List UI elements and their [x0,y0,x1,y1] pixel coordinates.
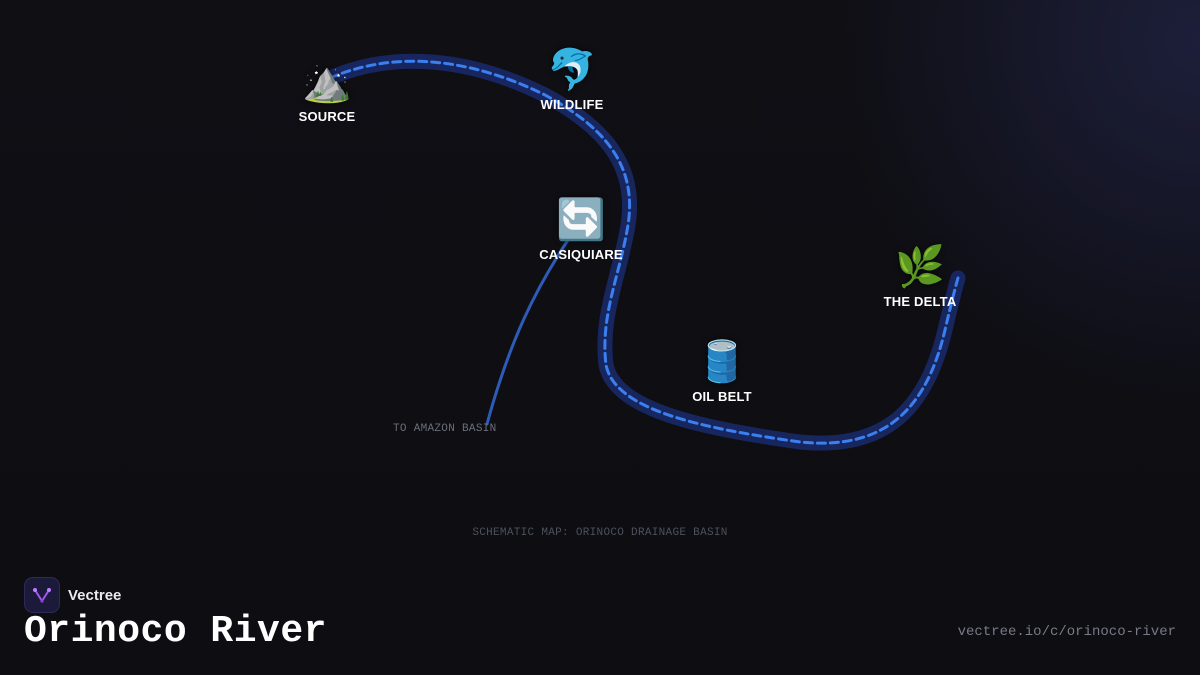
vectree-logo-icon [24,577,60,613]
node-source[interactable]: ⛰️ SOURCE [257,57,397,124]
mountain-icon: ⛰️ [302,59,352,105]
brand-name: Vectree [68,586,122,604]
oil-drum-icon: 🛢️ [697,339,747,385]
node-label: WILDLIFE [540,97,604,112]
node-wildlife[interactable]: 🐬 WILDLIFE [502,45,642,112]
node-delta[interactable]: 🌿 THE DELTA [850,242,990,309]
logo-glyph [33,588,51,603]
dolphin-icon: 🐬 [547,47,597,93]
river-main [328,59,960,445]
casiquiare-branch [485,238,570,426]
brand[interactable]: Vectree [24,577,121,613]
herb-icon: 🌿 [895,244,945,290]
node-label: THE DELTA [883,294,957,309]
page-title: Orinoco River [24,610,327,653]
node-label: CASIQUIARE [539,247,623,262]
source-url[interactable]: vectree.io/c/orinoco-river [957,624,1176,640]
node-label: SOURCE [298,109,356,124]
node-casiquiare[interactable]: 🔄 CASIQUIARE [511,195,651,262]
node-label: OIL BELT [692,389,752,404]
node-oil-belt[interactable]: 🛢️ OIL BELT [652,337,792,404]
cycle-arrows-icon: 🔄 [556,197,606,243]
map-caption: SCHEMATIC MAP: ORINOCO DRAINAGE BASIN [472,527,728,539]
branch-label: TO AMAZON BASIN [393,423,497,435]
